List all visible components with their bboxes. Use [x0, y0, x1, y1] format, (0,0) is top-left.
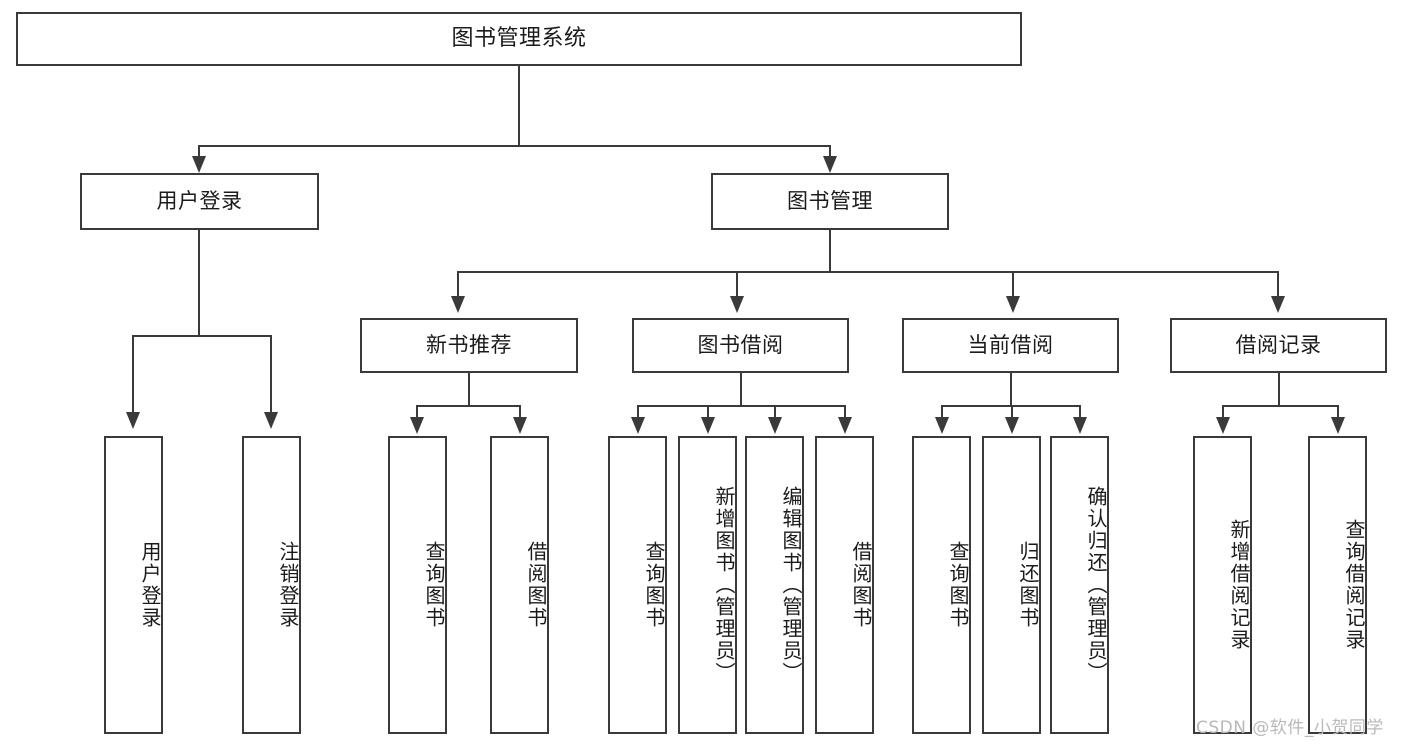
arrow-newbook-to-c2: [513, 417, 527, 434]
connector-current-to-c3: [1079, 405, 1081, 425]
arrow-current-to-c3: [1073, 417, 1087, 434]
connector-current-trunk: [1010, 373, 1012, 405]
arrow-userlogin-to-c2: [264, 412, 278, 429]
connector-current-bar: [941, 405, 1080, 407]
leaf-borrow-query-label: 查询图书: [642, 541, 666, 629]
connector-userlogin-trunk: [198, 230, 200, 335]
leaf-borrow-do[interactable]: 借阅图书: [815, 436, 874, 734]
node-borrow[interactable]: 图书借阅: [632, 318, 849, 373]
watermark: CSDN @软件_小贺同学: [1196, 718, 1384, 738]
connector-record-to-c2: [1337, 405, 1339, 425]
arrow-bookmanage-to-newbook: [451, 296, 465, 313]
arrow-bookmanage-to-record: [1271, 296, 1285, 313]
arrow-bookmanage-to-current: [1006, 296, 1020, 313]
connector-bookmanage-to-current: [1012, 271, 1014, 305]
arrow-borrow-to-c1: [631, 417, 645, 434]
arrow-root-to-bookmanage: [823, 156, 837, 173]
node-current-borrow[interactable]: 当前借阅: [902, 318, 1119, 373]
connector-bookmanage-to-newbook: [457, 271, 459, 305]
connector-record-to-c1: [1222, 405, 1224, 425]
node-borrow-record-label: 借阅记录: [1235, 332, 1322, 357]
leaf-user-login-label: 用户登录: [138, 541, 162, 629]
node-borrow-record[interactable]: 借阅记录: [1170, 318, 1387, 373]
leaf-user-login[interactable]: 用户登录: [104, 436, 163, 734]
node-borrow-label: 图书借阅: [697, 332, 784, 357]
connector-bookmanage-to-borrow: [736, 271, 738, 305]
leaf-borrow-add-label: 新增图书（管理员）: [712, 486, 736, 684]
connector-root-bar: [198, 145, 831, 147]
node-user-login-label: 用户登录: [156, 188, 243, 213]
leaf-record-add[interactable]: 新增借阅记录: [1193, 436, 1252, 734]
leaf-current-query-label: 查询图书: [946, 541, 970, 629]
arrow-current-to-c2: [1005, 417, 1019, 434]
connector-newbook-trunk: [468, 373, 470, 405]
connector-borrow-to-c2: [707, 405, 709, 425]
leaf-borrow-query[interactable]: 查询图书: [608, 436, 667, 734]
node-user-login[interactable]: 用户登录: [80, 173, 319, 230]
leaf-borrow-add[interactable]: 新增图书（管理员）: [678, 436, 737, 734]
leaf-borrow-edit[interactable]: 编辑图书（管理员）: [745, 436, 804, 734]
leaf-borrow-do-label: 借阅图书: [849, 541, 873, 629]
leaf-record-query[interactable]: 查询借阅记录: [1308, 436, 1367, 734]
node-new-book-label: 新书推荐: [426, 332, 512, 357]
connector-userlogin-to-c1: [132, 335, 134, 420]
connector-borrow-to-c1: [637, 405, 639, 425]
leaf-current-query[interactable]: 查询图书: [912, 436, 971, 734]
arrow-current-to-c1: [935, 417, 949, 434]
connector-borrow-to-c3: [774, 405, 776, 425]
connector-newbook-bar: [416, 405, 521, 407]
connector-bookmanage-trunk: [829, 230, 831, 271]
connector-current-to-c1: [941, 405, 943, 425]
connector-record-bar: [1222, 405, 1339, 407]
node-root-label: 图书管理系统: [451, 25, 587, 51]
arrow-record-to-c1: [1216, 417, 1230, 434]
arrow-bookmanage-to-borrow: [730, 296, 744, 313]
leaf-record-query-label: 查询借阅记录: [1342, 519, 1366, 651]
leaf-newbook-query-label: 查询图书: [422, 541, 446, 629]
leaf-newbook-borrow[interactable]: 借阅图书: [490, 436, 549, 734]
connector-bookmanage-bar: [457, 271, 1278, 273]
node-book-manage-label: 图书管理: [787, 188, 873, 213]
leaf-current-return-label: 归还图书: [1016, 541, 1040, 629]
connector-userlogin-to-c2: [270, 335, 272, 420]
arrow-newbook-to-c1: [410, 417, 424, 434]
arrow-root-to-userlogin: [192, 156, 206, 173]
leaf-current-confirm[interactable]: 确认归还（管理员）: [1050, 436, 1109, 734]
connector-bookmanage-to-record: [1277, 271, 1279, 305]
arrow-userlogin-to-c1: [126, 412, 140, 429]
arrow-borrow-to-c4: [838, 417, 852, 434]
connector-borrow-to-c4: [844, 405, 846, 425]
node-new-book[interactable]: 新书推荐: [360, 318, 578, 373]
connector-current-to-c2: [1011, 405, 1013, 425]
arrow-borrow-to-c3: [768, 417, 782, 434]
connector-userlogin-bar: [132, 335, 271, 337]
connector-borrow-bar: [637, 405, 844, 407]
leaf-newbook-query[interactable]: 查询图书: [388, 436, 447, 734]
node-current-borrow-label: 当前借阅: [967, 332, 1054, 357]
leaf-logout[interactable]: 注销登录: [242, 436, 301, 734]
leaf-logout-label: 注销登录: [276, 541, 300, 629]
arrow-borrow-to-c2: [701, 417, 715, 434]
arrow-record-to-c2: [1331, 417, 1345, 434]
leaf-current-return[interactable]: 归还图书: [982, 436, 1041, 734]
leaf-current-confirm-label: 确认归还（管理员）: [1084, 486, 1108, 684]
connector-borrow-trunk: [740, 373, 742, 405]
connector-newbook-to-c2: [519, 405, 521, 425]
connector-root-trunk: [518, 66, 520, 145]
leaf-borrow-edit-label: 编辑图书（管理员）: [779, 486, 803, 684]
node-root[interactable]: 图书管理系统: [16, 12, 1022, 66]
connector-record-trunk: [1278, 373, 1280, 405]
connector-newbook-to-c1: [416, 405, 418, 425]
leaf-record-add-label: 新增借阅记录: [1227, 519, 1251, 651]
node-book-manage[interactable]: 图书管理: [711, 173, 949, 230]
leaf-newbook-borrow-label: 借阅图书: [524, 541, 548, 629]
